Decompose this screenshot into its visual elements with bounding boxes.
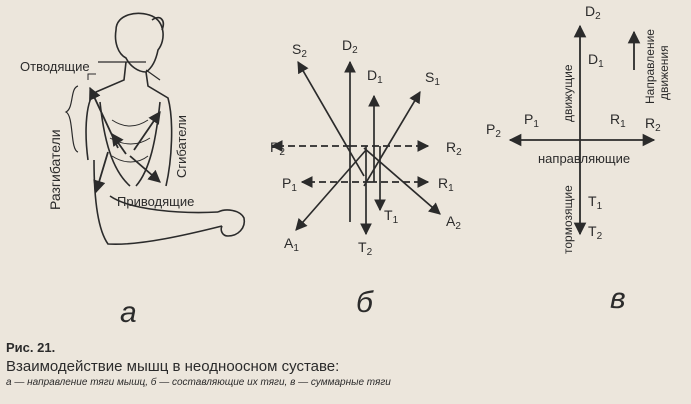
panel-b-labels: S2 D2 D1 S1 P2 R2 P1 R1 T1 A1 T2 A2	[270, 37, 462, 258]
label-c-direction-2: движения	[657, 45, 671, 100]
label-c-d1: D1	[588, 51, 604, 70]
label-c-r1: R1	[610, 111, 626, 130]
panel-b-letter: б	[356, 286, 374, 319]
label-b-t2: T2	[358, 239, 373, 258]
label-c-d2: D2	[585, 3, 601, 22]
label-adductors: Приводящие	[117, 194, 194, 209]
label-c-r2: R2	[645, 115, 661, 134]
caption-title: Рис. 21.	[6, 340, 56, 355]
panel-b-vectors	[270, 60, 441, 236]
caption-legend: а — направление тяги мышц, б — составляю…	[6, 377, 391, 388]
label-b-d1: D1	[367, 67, 383, 86]
label-b-p1: P1	[282, 175, 297, 194]
panel-c-vectors	[508, 24, 656, 236]
panel-c-labels: D2 D1 P2 P1 R1 R2 T1 T2 движущие направл…	[486, 3, 671, 254]
panel-a-muscle-arrows	[89, 86, 161, 194]
caption-subtitle: Взаимодействие мышц в неодноосном сустав…	[6, 358, 340, 375]
label-c-braking: тормозящие	[561, 185, 575, 254]
label-c-driving: движущие	[561, 64, 575, 122]
label-b-a1: A1	[284, 235, 299, 254]
label-b-s1: S1	[425, 69, 440, 88]
label-b-t1: T1	[384, 207, 399, 226]
label-c-t2: T2	[588, 223, 603, 242]
label-b-s2: S2	[292, 41, 307, 60]
label-c-direction-1: Направление	[643, 29, 657, 104]
label-c-p2: P2	[486, 121, 501, 140]
abductors-bracket	[87, 73, 96, 80]
label-b-d2: D2	[342, 37, 358, 56]
panel-c-letter: в	[610, 282, 626, 315]
label-b-r2: R2	[446, 139, 462, 158]
label-b-a2: A2	[446, 213, 461, 232]
label-flexors: Сгибатели	[174, 115, 189, 178]
label-c-guiding: направляющие	[538, 151, 630, 166]
label-c-t1: T1	[588, 193, 603, 212]
label-b-r1: R1	[438, 175, 454, 194]
extensors-brace	[64, 85, 79, 153]
label-c-p1: P1	[524, 111, 539, 130]
label-extensors: Разгибатели	[47, 129, 63, 210]
panel-a-letter: а	[120, 296, 137, 329]
label-abductors: Отводящие	[20, 59, 90, 74]
label-b-p2: P2	[270, 139, 285, 158]
